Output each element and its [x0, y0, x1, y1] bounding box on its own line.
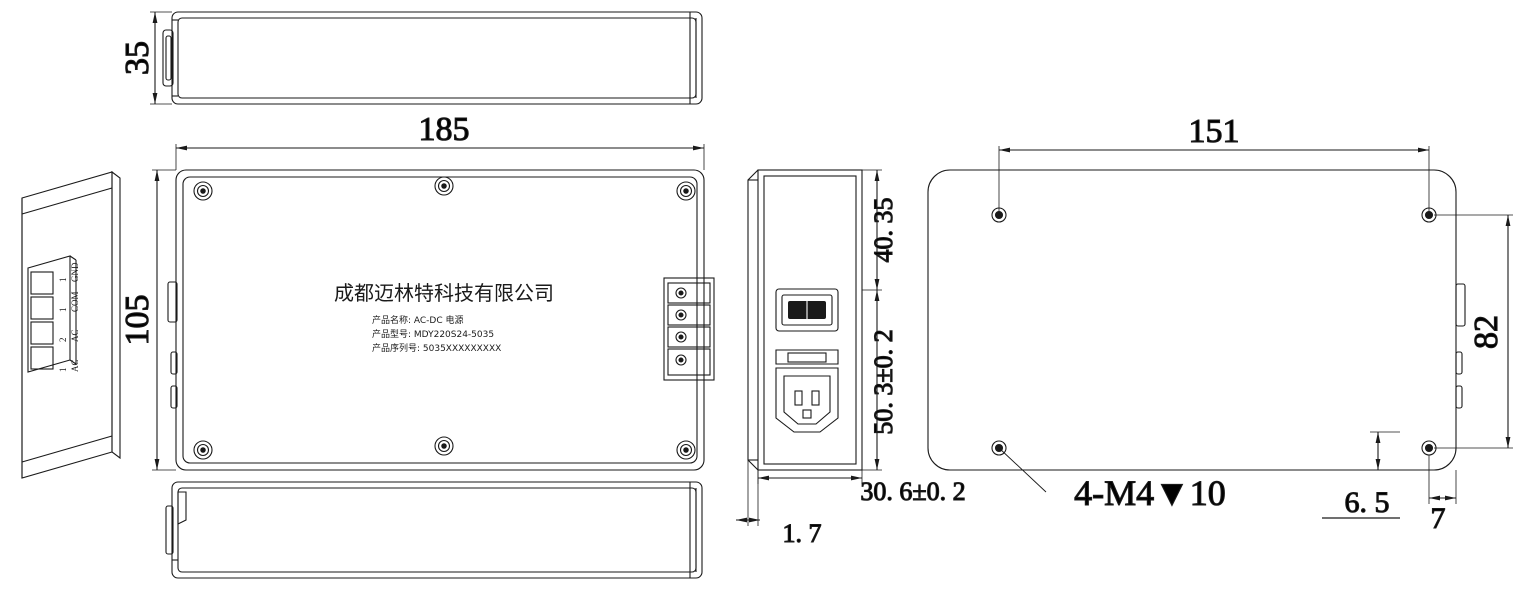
terminal-number-1: 1 [58, 278, 68, 283]
screw-bottom-left [193, 440, 213, 460]
view-main-top [167, 169, 715, 471]
dim-6-5 [1370, 431, 1400, 470]
terminal-number-4: 1 [58, 368, 68, 373]
dim-bottom-82 [1434, 214, 1513, 449]
dim-text-1-7: 1. 7 [783, 519, 822, 548]
dim-text-40-35: 40. 35 [869, 198, 898, 263]
dim-bottom-151 [998, 146, 1430, 215]
dim-text-6-5: 6. 5 [1345, 486, 1390, 519]
dim-text-185: 185 [419, 111, 470, 148]
terminal-number-2: 1 [58, 308, 68, 313]
dim-text-30-6: 30. 6±0. 2 [860, 477, 965, 506]
dim-text-151: 151 [1189, 113, 1240, 150]
dim-top-height-105 [152, 169, 176, 471]
dim-text-105: 105 [119, 295, 156, 346]
terminal-label-gnd: GND [70, 262, 80, 282]
dim-7 [1428, 455, 1457, 504]
dim-front-1-7 [736, 460, 760, 526]
view-bottom-plate [927, 169, 1466, 471]
dim-text-82: 82 [1468, 315, 1505, 349]
dim-front-50-3 [862, 290, 882, 471]
screw-top-right [676, 181, 696, 201]
dim-text-7: 7 [1431, 502, 1446, 535]
dim-side-height-35 [150, 11, 172, 105]
mount-hole-bottom-right [1421, 440, 1437, 456]
note-4-m4-depth-10: 4-M4▼10 [1074, 473, 1226, 513]
screw-bottom-right [676, 440, 696, 460]
view-front-panel [747, 169, 863, 471]
label-product-serial: 产品序列号: 5035XXXXXXXXX [372, 342, 501, 354]
dim-text-35: 35 [119, 41, 156, 75]
view-left-iso [21, 170, 121, 479]
screw-top-left [193, 181, 213, 201]
terminal-label-ac1: AC [70, 329, 80, 342]
terminal-label-ac2: AC [70, 359, 80, 372]
screw-bottom-center [434, 436, 454, 456]
label-product-name: 产品名称: AC-DC 电源 [372, 314, 464, 326]
label-company: 成都迈林特科技有限公司 [334, 281, 554, 305]
dim-text-50-3: 50. 3±0. 2 [869, 329, 898, 434]
dim-top-width-185 [175, 144, 705, 170]
view-bottom-side-strip [165, 481, 703, 579]
terminal-number-3: 2 [58, 338, 68, 343]
view-top-side-strip [162, 11, 703, 105]
dim-front-30-6 [757, 470, 863, 484]
label-product-model: 产品型号: MDY220S24-5035 [372, 328, 494, 340]
terminal-label-com: COM [70, 291, 80, 312]
screw-top-center [434, 176, 454, 196]
